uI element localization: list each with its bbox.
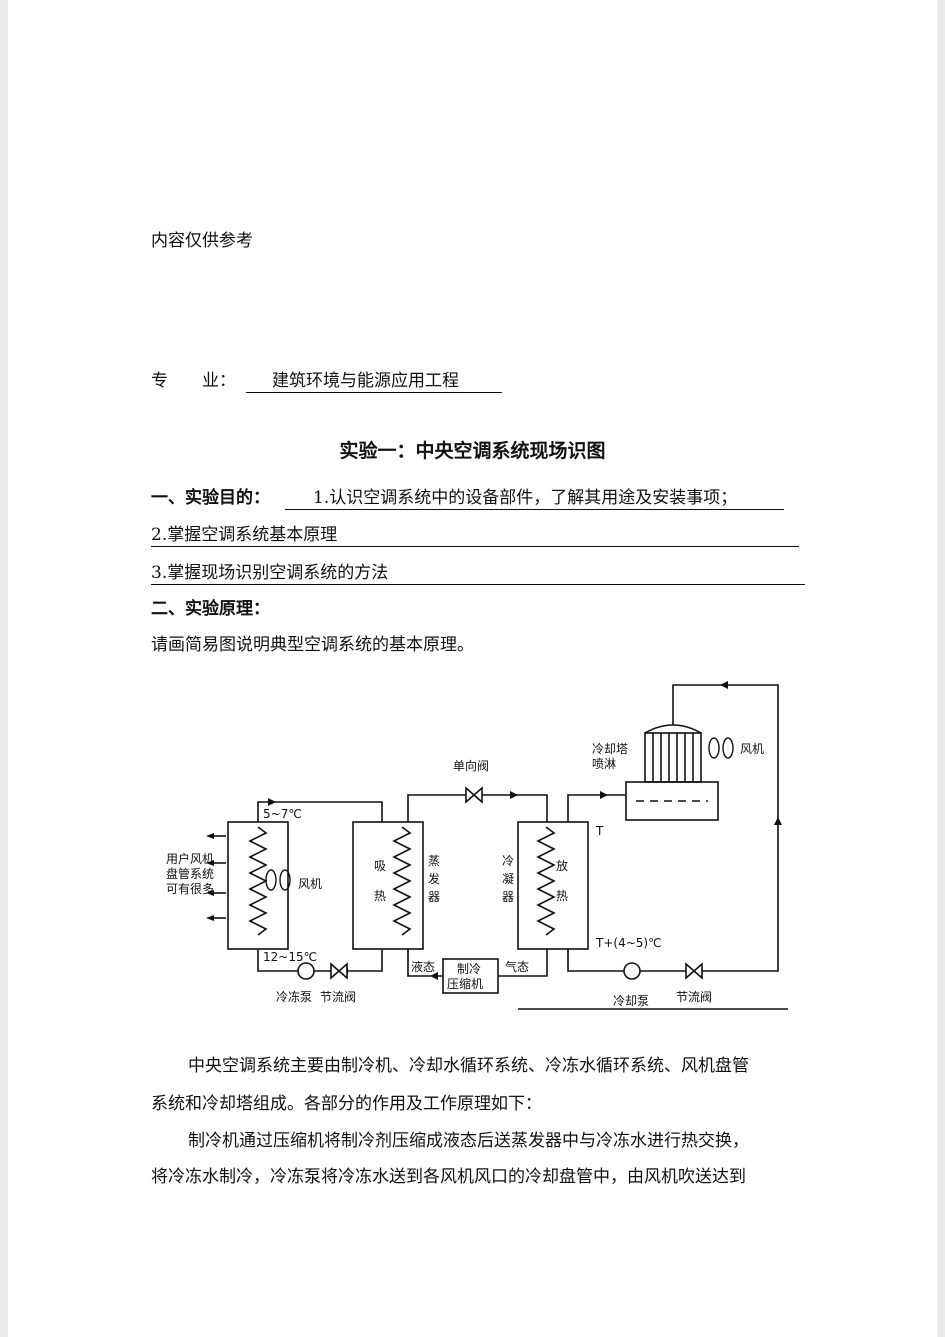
section-heading-objective: 一、实验目的： [151,488,270,508]
cond-release-2: 热 [556,889,568,903]
evap-absorb-1: 吸 [374,859,386,873]
paragraph-line-4: 将冷冻水制冷，冷冻泵将冷冻水送到各风机风口的冷却盘管中，由风机吹送达到 [151,1167,746,1187]
paragraph-line-1: 中央空调系统主要由制冷机、冷却水循环系统、冷冻水循环系统、风机盘管 [188,1056,749,1076]
user-coil [248,826,268,936]
supply-temp-label: 5~7℃ [263,807,302,821]
condenser-label-2: 凝 [502,871,514,886]
paragraph-line-3: 制冷机通过压缩机将制冷剂压缩成液态后送蒸发器中与冷冻水进行热交换， [188,1131,749,1151]
fan-label: 风机 [298,877,322,891]
user-coil-label-2: 盘管系统 [166,866,214,881]
return-temp-label: 12~15℃ [263,950,317,964]
compressor-label-1: 制冷 [457,962,481,976]
page-title: 实验一：中央空调系统现场识图 [339,440,606,462]
compressor-label-2: 压缩机 [447,976,483,991]
condenser-box [517,821,589,950]
objective-item-2: 2.掌握空调系统基本原理 [151,524,799,547]
major-label: 专 业： [151,371,236,391]
objective-item-1: 1.认识空调系统中的设备部件，了解其用途及安装事项； [285,487,784,510]
paragraph-line-2: 系统和冷却塔组成。各部分的作用及工作原理如下： [151,1094,542,1114]
condenser-label-1: 冷 [502,854,514,868]
throttle-valve-label: 节流阀 [320,990,356,1004]
condenser-coil [536,826,556,936]
condenser-label-3: 器 [502,890,514,904]
cooling-pump-icon [623,962,641,980]
tower-fan-label: 风机 [740,742,764,756]
evaporator-box [352,821,424,950]
user-coil-label-1: 用户风机 [166,851,214,866]
cooling-tower-label-1: 冷却塔 [592,742,628,756]
throttle-valve-2-icon [685,962,703,980]
instruction-text: 请画简易图说明典型空调系统的基本原理。 [151,635,474,655]
fan-icon [265,869,291,891]
tower-fan-icon [708,737,734,759]
section-heading-principle: 二、实验原理： [151,599,270,619]
evaporator-label-2: 发 [428,871,440,886]
cond-release-1: 放 [556,858,568,873]
cooling-tower-label-2: 喷淋 [592,757,616,771]
disclaimer-text: 内容仅供参考 [151,231,253,251]
throttle-valve-icon [330,962,348,980]
user-coil-label-3: 可有很多 [166,882,214,896]
chilled-pump-label: 冷冻泵 [276,989,312,1004]
evaporator-coil [392,826,412,936]
temp-t-label: T [595,824,604,838]
hvac-system-diagram: 用户风机 盘管系统 可有很多 风机 5~7℃ 12~15℃ 冷冻泵 节流阀 单向… [166,681,788,1010]
document-page: 内容仅供参考 专 业： 建筑环境与能源应用工程 实验一：中央空调系统现场识图 一… [8,0,937,1337]
cooling-pump-label: 冷却泵 [613,994,649,1008]
evap-absorb-2: 热 [374,889,386,903]
check-valve-label: 单向阀 [453,758,489,773]
check-valve-icon [465,786,483,804]
liquid-label: 液态 [411,959,435,974]
temp-t2-label: T+(4~5)℃ [595,936,662,950]
gas-label: 气态 [505,959,529,974]
chilled-pump-icon [297,962,315,980]
major-value: 建筑环境与能源应用工程 [246,370,502,393]
evaporator-label-3: 器 [428,890,440,904]
objective-item-3: 3.掌握现场识别空调系统的方法 [151,562,805,585]
evaporator-label-1: 蒸 [428,854,440,868]
throttle-valve-2-label: 节流阀 [676,990,712,1004]
